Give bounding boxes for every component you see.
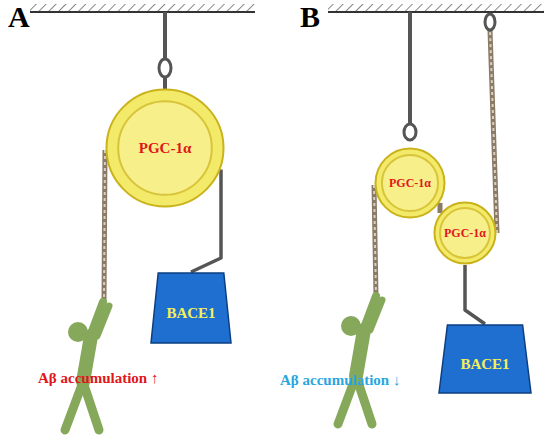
weight-block: BACE1 <box>150 272 232 344</box>
hook-line <box>465 265 485 324</box>
panel-letter: A <box>8 0 30 34</box>
pulley: PGC-1α <box>105 88 225 208</box>
pulley-label: PGC-1α <box>389 176 431 191</box>
pulley: PGC-1α <box>433 201 497 265</box>
pulley-label: PGC-1α <box>139 140 192 157</box>
weight-label: BACE1 <box>166 305 215 322</box>
outcome-label: Aβ accumulation ↑ <box>38 370 158 387</box>
panel-letter: B <box>300 0 320 34</box>
weight-label: BACE1 <box>460 356 509 373</box>
weight-block: BACE1 <box>438 324 532 394</box>
pulley-label: PGC-1α <box>444 226 486 241</box>
pulley: PGC-1α <box>374 147 446 219</box>
outcome-label: Aβ accumulation ↓ <box>280 372 400 389</box>
